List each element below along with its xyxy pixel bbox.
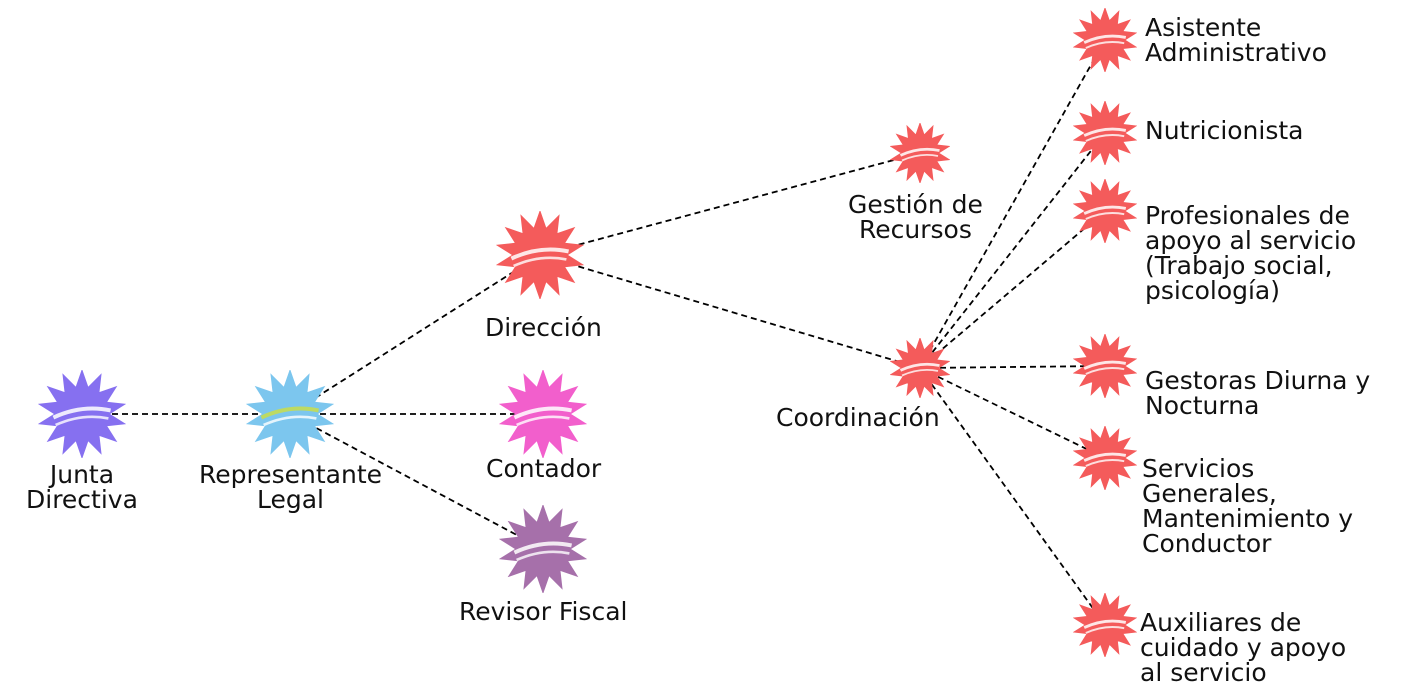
node-label-coordinacion: Coordinación	[776, 405, 940, 430]
connector-coordinacion-to-auxiliares	[919, 367, 1106, 626]
node-label-line: Dirección	[485, 313, 602, 342]
starburst-icon-gestion	[890, 123, 950, 183]
node-label-line: (Trabajo social,	[1145, 251, 1333, 280]
starburst-icon-contador	[499, 370, 587, 458]
connector-coordinacion-to-asistente	[919, 39, 1106, 369]
starburst-icon-gestoras	[1073, 334, 1137, 398]
connector-coordinacion-to-profesionales	[919, 210, 1106, 369]
starburst-icon-servicios	[1073, 426, 1137, 490]
node-label-line: Coordinación	[776, 403, 940, 432]
node-label-line: Junta	[49, 460, 115, 489]
connector-direccion-to-gestion	[539, 152, 921, 256]
node-label-nutricionista: Nutricionista	[1145, 118, 1304, 143]
connector-coordinacion-to-gestoras	[919, 365, 1106, 369]
starburst-icon-nutricionista	[1073, 101, 1137, 165]
node-label-line: Revisor Fiscal	[459, 597, 628, 626]
starburst-icon-representante	[246, 370, 334, 458]
starburst-icon-asistente	[1073, 8, 1137, 72]
node-label-direccion: Dirección	[485, 315, 602, 340]
starburst-icon-auxiliares	[1073, 593, 1137, 657]
node-label-line: psicología)	[1145, 276, 1281, 305]
node-label-line: al servicio	[1140, 658, 1267, 687]
starburst-icon-profesionales	[1073, 179, 1137, 243]
node-label-line: Nocturna	[1145, 391, 1260, 420]
node-label-line: Asistente	[1145, 13, 1262, 42]
node-label-line: Generales,	[1142, 479, 1277, 508]
node-label-line: Profesionales de	[1145, 201, 1350, 230]
node-label-line: Contador	[486, 454, 602, 483]
node-label-line: apoyo al servicio	[1145, 226, 1357, 255]
starburst-icon-coordinacion	[890, 338, 950, 398]
node-label-line: Legal	[257, 485, 325, 514]
node-label-contador: Contador	[486, 456, 601, 481]
node-label-line: Gestoras Diurna y	[1145, 366, 1371, 395]
node-label-line: Auxiliares de	[1140, 608, 1302, 637]
node-label-line: Recursos	[859, 215, 972, 244]
node-label-line: cuidado y apoyo	[1140, 633, 1347, 662]
node-label-line: Representante	[199, 460, 383, 489]
starburst-icon-revisor	[499, 505, 587, 593]
node-label-line: Mantenimiento y	[1142, 504, 1354, 533]
connector-coordinacion-to-servicios	[919, 367, 1106, 459]
node-label-line: Servicios	[1142, 454, 1255, 483]
starburst-icon-junta	[38, 370, 126, 458]
node-label-line: Conductor	[1142, 529, 1272, 558]
node-label-revisor: Revisor Fiscal	[459, 599, 627, 624]
node-label-line: Gestión de	[848, 190, 983, 219]
node-label-line: Directiva	[26, 485, 138, 514]
node-label-line: Nutricionista	[1145, 116, 1304, 145]
node-label-line: Administrativo	[1145, 38, 1327, 67]
connector-representante-to-revisor	[289, 413, 544, 550]
starburst-icon-direccion	[496, 211, 584, 299]
connector-direccion-to-coordinacion	[539, 254, 921, 369]
